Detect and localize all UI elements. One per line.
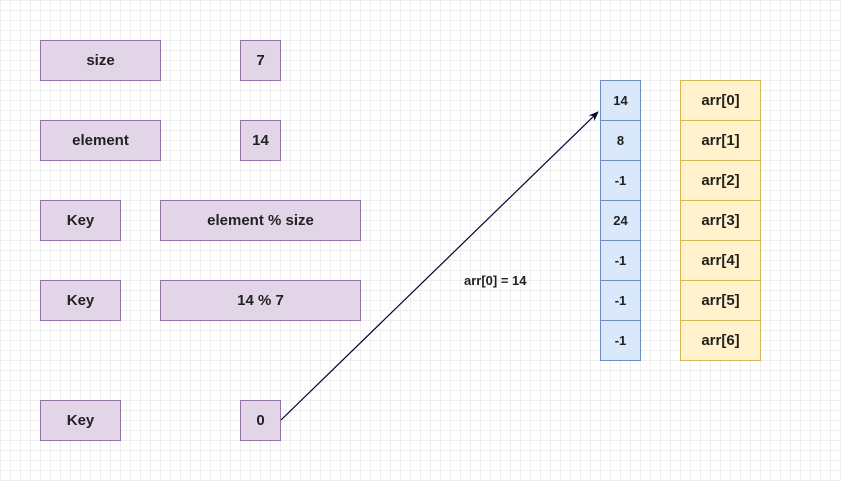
array-value-2: -1 xyxy=(600,160,641,201)
array-value-4: -1 xyxy=(600,240,641,281)
key-label-box-2: Key xyxy=(40,280,121,321)
size-value-box: 7 xyxy=(240,40,281,81)
array-index-6: arr[6] xyxy=(680,320,761,361)
element-label-box: element xyxy=(40,120,161,161)
array-index-3: arr[3] xyxy=(680,200,761,241)
arrow-label: arr[0] = 14 xyxy=(464,273,527,288)
array-value-3: 24 xyxy=(600,200,641,241)
array-index-5: arr[5] xyxy=(680,280,761,321)
formula-box: element % size xyxy=(160,200,361,241)
array-index-0: arr[0] xyxy=(680,80,761,121)
element-value-box: 14 xyxy=(240,120,281,161)
key-label-box-3: Key xyxy=(40,400,121,441)
array-value-6: -1 xyxy=(600,320,641,361)
array-index-2: arr[2] xyxy=(680,160,761,201)
key-label-box-1: Key xyxy=(40,200,121,241)
array-value-5: -1 xyxy=(600,280,641,321)
size-label-box: size xyxy=(40,40,161,81)
formula-evaluated-box: 14 % 7 xyxy=(160,280,361,321)
arrow-line xyxy=(280,111,599,421)
array-index-1: arr[1] xyxy=(680,120,761,161)
array-value-1: 8 xyxy=(600,120,641,161)
key-result-box: 0 xyxy=(240,400,281,441)
array-index-4: arr[4] xyxy=(680,240,761,281)
array-value-0: 14 xyxy=(600,80,641,121)
